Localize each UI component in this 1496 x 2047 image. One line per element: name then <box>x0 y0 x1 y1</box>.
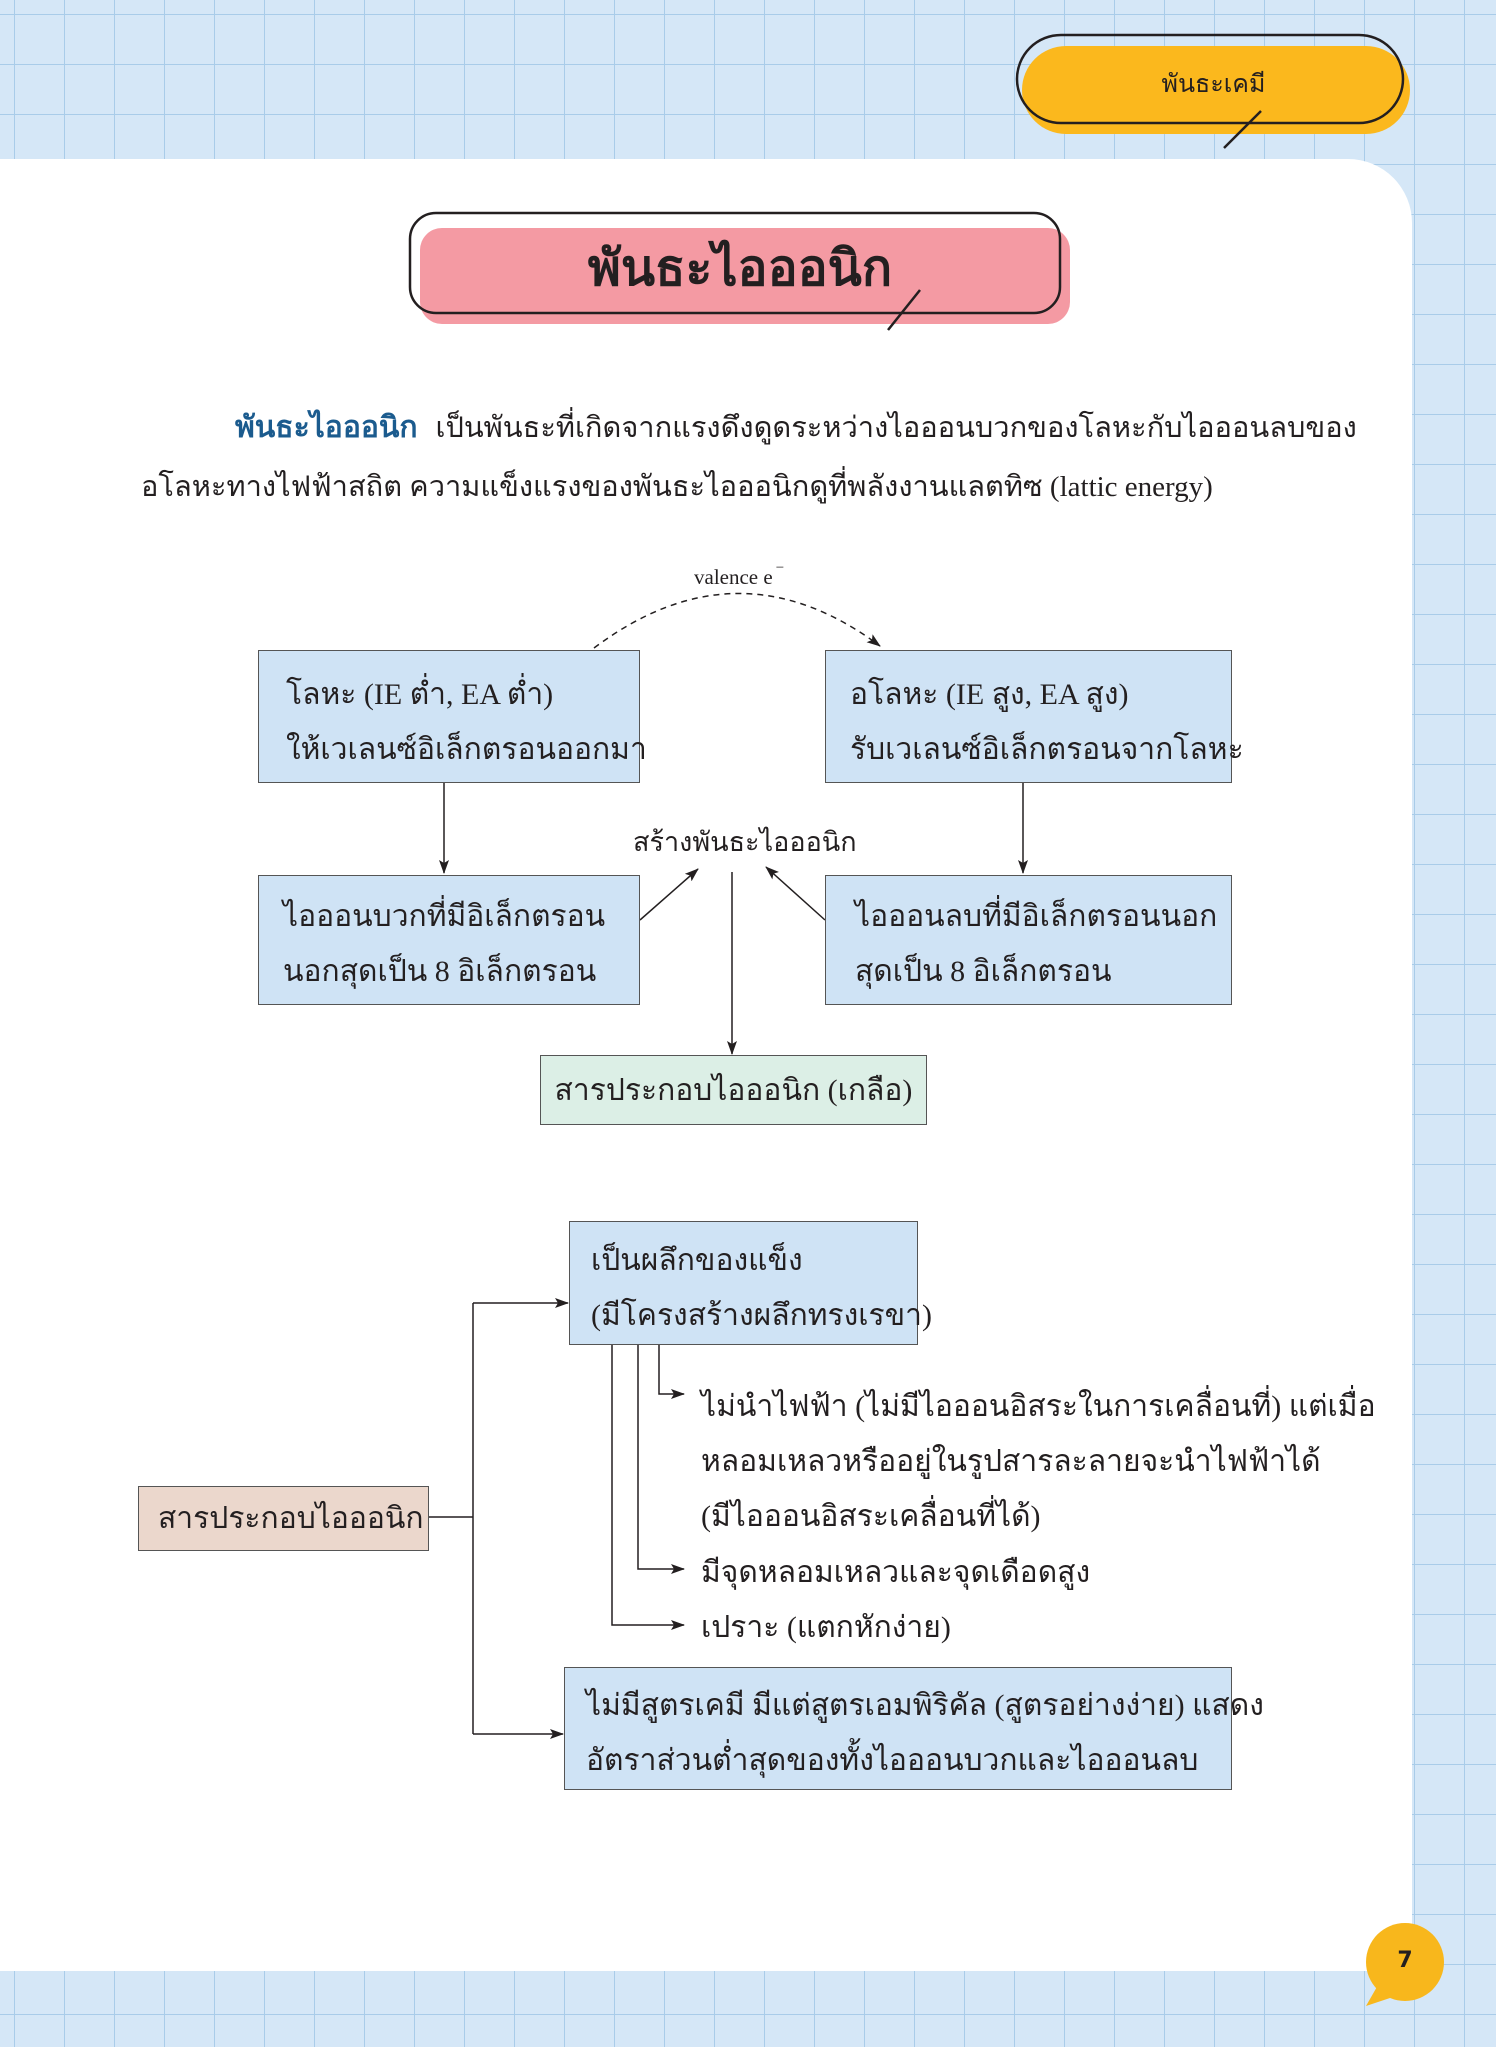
page-number: 7 <box>1397 1948 1413 1973</box>
metal-box: โลหะ (IE ต่ำ, EA ต่ำ) ให้เวเลนซ์อิเล็กตร… <box>258 650 647 783</box>
nonmetal-box-line-1: อโลหะ (IE สูง, EA สูง) <box>850 678 1129 711</box>
metal-box-line-2: ให้เวเลนซ์อิเล็กตรอนออกมา <box>286 733 647 766</box>
property-conductivity-line-2: หลอมเหลวหรืออยู่ในรูปสารละลายจะนำไฟฟ้าได… <box>701 1445 1321 1478</box>
property-conductivity-line-3: (มีไอออนอิสระเคลื่อนที่ได้) <box>701 1500 1041 1533</box>
property-melting: มีจุดหลอมเหลวและจุดเดือดสูง <box>701 1556 1091 1589</box>
root-box: สารประกอบไอออนิก <box>138 1486 429 1551</box>
page-badge-tail <box>1366 1985 1396 2006</box>
root-box-text: สารประกอบไอออนิก <box>158 1502 424 1535</box>
metal-box-line-1: โลหะ (IE ต่ำ, EA ต่ำ) <box>286 678 554 711</box>
intro-line-1-text: เป็นพันธะที่เกิดจากแรงดึงดูดระหว่างไอออน… <box>435 412 1357 444</box>
cation-box-line-1: ไอออนบวกที่มีอิเล็กตรอน <box>283 900 606 933</box>
header-tab-label: พันธะเคมี <box>1161 69 1266 98</box>
nonmetal-box: อโลหะ (IE สูง, EA สูง) รับเวเลนซ์อิเล็กต… <box>825 650 1244 783</box>
anion-box-line-1: ไอออนลบที่มีอิเล็กตรอนนอก <box>855 900 1218 933</box>
intro-lead-term: พันธะไอออนิก <box>235 411 418 444</box>
formula-box-line-2: อัตราส่วนต่ำสุดของทั้งไอออนบวกและไอออนลบ <box>586 1744 1199 1777</box>
anion-box: ไอออนลบที่มีอิเล็กตรอนนอก สุดเป็น 8 อิเล… <box>825 875 1232 1005</box>
intro-line-2: อโลหะทางไฟฟ้าสถิต ความแข็งแรงของพันธะไออ… <box>141 471 1213 503</box>
property-conductivity: ไม่นำไฟฟ้า (ไม่มีไอออนอิสระในการเคลื่อนท… <box>701 1379 1376 1544</box>
cation-box-line-2: นอกสุดเป็น 8 อิเล็กตรอน <box>283 955 597 988</box>
valence-label-charge: − <box>775 560 785 576</box>
header-tab-tail <box>1223 110 1262 149</box>
bond-label: สร้างพันธะไอออนิก <box>633 827 857 857</box>
formula-box: ไม่มีสูตรเคมี มีแต่สูตรเอมพิริคัล (สูตรอ… <box>564 1667 1264 1790</box>
intro-line-1: พันธะไอออนิก เป็นพันธะที่เกิดจากแรงดึงดูด… <box>235 404 1357 452</box>
result-box-text: สารประกอบไอออนิก (เกลือ) <box>554 1073 913 1107</box>
property-brittle: เปราะ (แตกหักง่าย) <box>701 1611 951 1644</box>
formula-box-line-1: ไม่มีสูตรเคมี มีแต่สูตรเอมพิริคัล (สูตรอ… <box>586 1689 1264 1722</box>
property-conductivity-line-1: ไม่นำไฟฟ้า (ไม่มีไอออนอิสระในการเคลื่อนท… <box>701 1390 1376 1423</box>
crystal-box-line-2: (มีโครงสร้างผลึกทรงเรขา) <box>591 1299 933 1332</box>
result-box: สารประกอบไอออนิก (เกลือ) <box>540 1055 927 1125</box>
crystal-box: เป็นผลึกของแข็ง (มีโครงสร้างผลึกทรงเรขา) <box>569 1221 933 1345</box>
nonmetal-box-line-2: รับเวเลนซ์อิเล็กตรอนจากโลหะ <box>850 733 1244 766</box>
page-title: พันธะไอออนิก <box>587 239 893 297</box>
valence-label-text: valence e <box>694 565 773 589</box>
cation-box: ไอออนบวกที่มีอิเล็กตรอน นอกสุดเป็น 8 อิเ… <box>258 875 640 1005</box>
crystal-box-line-1: เป็นผลึกของแข็ง <box>591 1244 803 1277</box>
valence-label: valence e− <box>694 559 784 590</box>
anion-box-line-2: สุดเป็น 8 อิเล็กตรอน <box>855 955 1112 988</box>
